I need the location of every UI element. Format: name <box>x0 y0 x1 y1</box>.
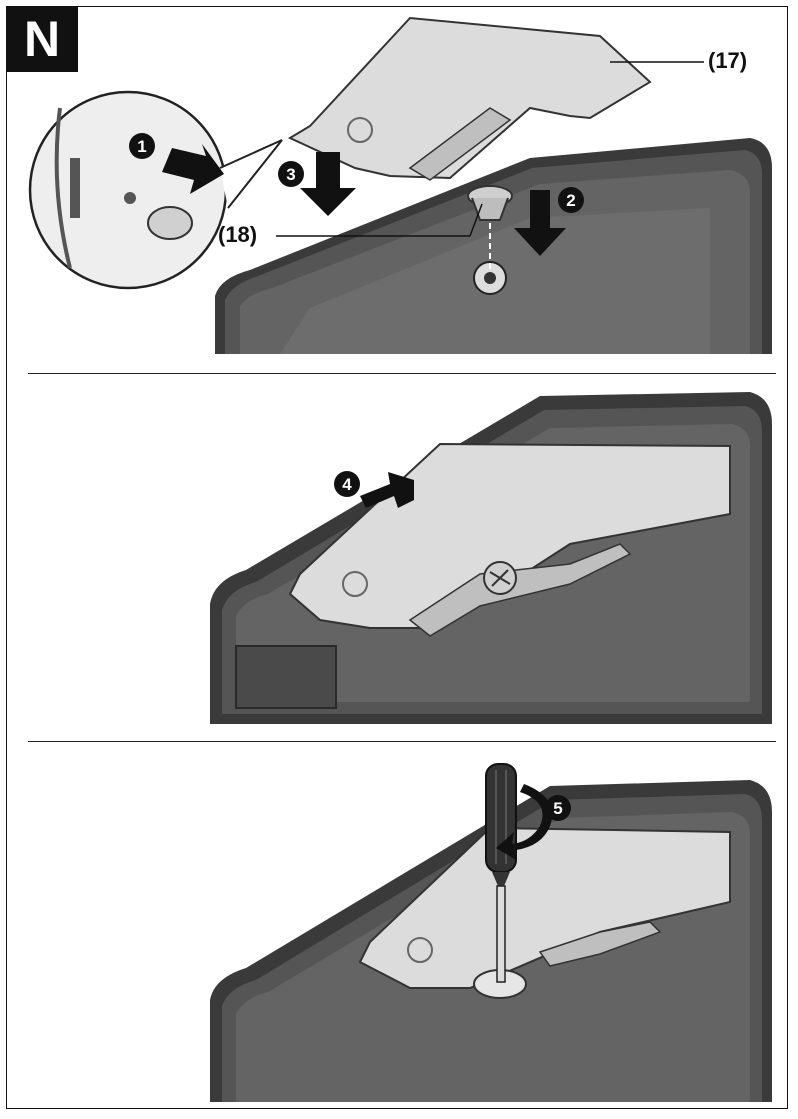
panel-divider-2 <box>28 741 776 742</box>
figure-letter-badge: N <box>6 6 78 72</box>
screw-18 <box>467 185 513 221</box>
rotate-arrow-icon <box>496 784 553 860</box>
figure-letter: N <box>23 11 61 67</box>
panel-divider-1 <box>28 373 776 374</box>
step-badge-5: 5 <box>545 795 571 821</box>
belt-clip-17 <box>287 16 652 181</box>
arrow-step-1 <box>162 144 224 194</box>
step-4-number: 4 <box>342 475 352 494</box>
step-badge-2: 2 <box>558 187 584 213</box>
callout-label-18: (18) <box>218 222 257 247</box>
screw-18 <box>483 561 517 595</box>
step-3-number: 3 <box>286 165 295 184</box>
panel-step-attach: 1 2 3 (17) (18) <box>10 8 780 364</box>
screw-hole <box>473 223 507 295</box>
callout-label-17: (17) <box>708 48 747 73</box>
step-1-number: 1 <box>137 137 146 156</box>
arrow-step-2 <box>514 190 566 256</box>
detail-inset <box>28 90 283 290</box>
figure-frame <box>6 6 788 1109</box>
panel-step-slide: 4 <box>10 384 780 724</box>
panel-step-tighten: 5 <box>10 752 780 1102</box>
belt-clip-17 <box>358 826 731 989</box>
arrow-step-3 <box>300 152 356 216</box>
panel-2-illustration: 4 <box>210 392 772 724</box>
step-badge-3: 3 <box>278 161 304 187</box>
step-2-number: 2 <box>566 191 575 210</box>
step-badge-1: 1 <box>129 133 155 159</box>
panel-3-illustration: 5 <box>210 763 772 1102</box>
step-5-number: 5 <box>553 799 562 818</box>
arrow-step-4 <box>360 472 414 508</box>
step-badge-4: 4 <box>334 471 360 497</box>
panel-1-illustration: 1 2 3 (17) (18) <box>28 16 772 354</box>
